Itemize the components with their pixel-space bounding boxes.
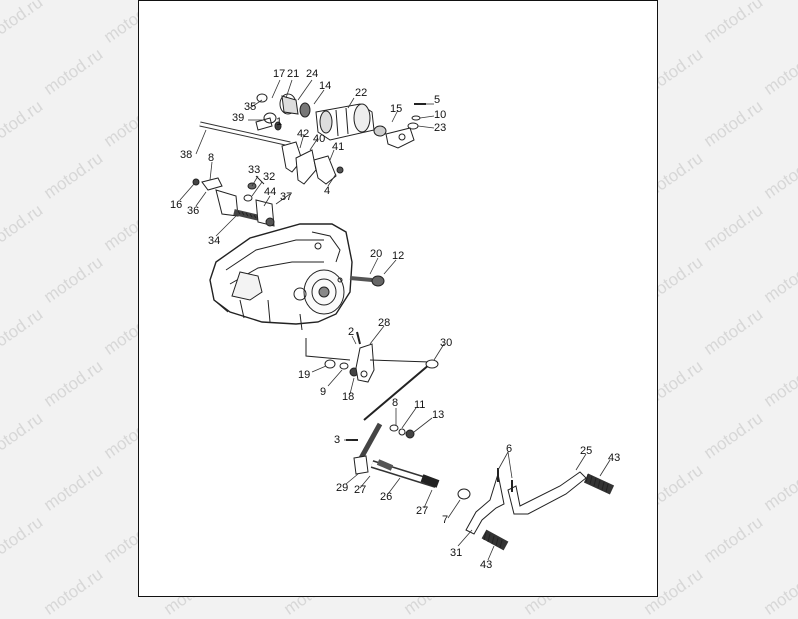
callout-27-right: 27 <box>416 505 428 517</box>
callout-21: 21 <box>287 68 299 80</box>
callout-29: 29 <box>336 482 348 494</box>
callout-23: 23 <box>434 122 446 134</box>
callout-39: 39 <box>232 112 244 124</box>
shifter-shaft <box>370 459 471 500</box>
callout-36: 36 <box>187 205 199 217</box>
callout-12: 12 <box>392 250 404 262</box>
callout-38: 38 <box>180 149 192 161</box>
callout-7: 7 <box>442 514 448 526</box>
callout-4: 4 <box>324 185 330 197</box>
callout-33: 33 <box>248 164 260 176</box>
detent-lever-assembly <box>192 175 265 217</box>
transmission-housing <box>209 223 353 331</box>
callout-31: 31 <box>450 547 462 559</box>
mount-bolt-washers <box>305 338 359 377</box>
shift-lever-upper <box>355 331 375 383</box>
callout-9: 9 <box>320 386 326 398</box>
callout-26: 26 <box>380 491 392 503</box>
callout-37: 37 <box>280 191 292 203</box>
callout-28: 28 <box>378 317 390 329</box>
callout-20: 20 <box>370 248 382 260</box>
callout-32: 32 <box>263 171 275 183</box>
callout-5: 5 <box>434 94 440 106</box>
callout-24: 24 <box>306 68 318 80</box>
callout-6: 6 <box>506 443 512 455</box>
callout-3: 3 <box>334 434 340 446</box>
leader-lines <box>179 79 611 561</box>
shift-forks <box>281 141 344 185</box>
callout-44: 44 <box>264 186 276 198</box>
callout-43-right: 43 <box>608 452 620 464</box>
callout-11: 11 <box>414 399 425 411</box>
callout-13: 13 <box>432 409 444 421</box>
callout-8-lower: 8 <box>392 397 398 409</box>
heel-lever <box>507 471 615 515</box>
callout-25: 25 <box>580 445 592 457</box>
callout-41: 41 <box>332 141 344 153</box>
callout-1: 1 <box>276 116 282 128</box>
callout-19: 19 <box>298 369 310 381</box>
callout-17: 17 <box>273 68 285 80</box>
callout-35: 35 <box>244 101 256 113</box>
callout-10: 10 <box>434 109 446 121</box>
callout-8-upper: 8 <box>208 152 214 164</box>
shift-drum <box>315 103 387 141</box>
shift-shaft-spring <box>233 199 275 227</box>
callout-34: 34 <box>208 235 220 247</box>
callout-40: 40 <box>313 133 325 145</box>
selector-arm <box>385 103 426 149</box>
callout-27-left: 27 <box>354 484 366 496</box>
callout-2: 2 <box>348 326 354 338</box>
callout-18: 18 <box>342 391 354 403</box>
toe-lever <box>465 468 509 551</box>
housing-studs <box>349 275 385 287</box>
shift-shaft-bearing <box>279 93 311 118</box>
callout-22: 22 <box>355 87 367 99</box>
shift-rod-30 <box>363 359 439 421</box>
shift-rail-rod <box>199 121 291 147</box>
exploded-parts-diagram: 17 21 24 14 22 35 15 5 10 23 39 1 40 42 … <box>170 68 620 571</box>
callout-14: 14 <box>319 80 331 92</box>
callout-16: 16 <box>170 199 182 211</box>
callout-15: 15 <box>390 103 402 115</box>
callout-labels: 17 21 24 14 22 35 15 5 10 23 39 1 40 42 … <box>170 68 620 571</box>
callout-30: 30 <box>440 337 452 349</box>
callout-42: 42 <box>297 128 309 140</box>
shift-rod-end <box>389 424 415 439</box>
callout-43-lower: 43 <box>480 559 492 571</box>
